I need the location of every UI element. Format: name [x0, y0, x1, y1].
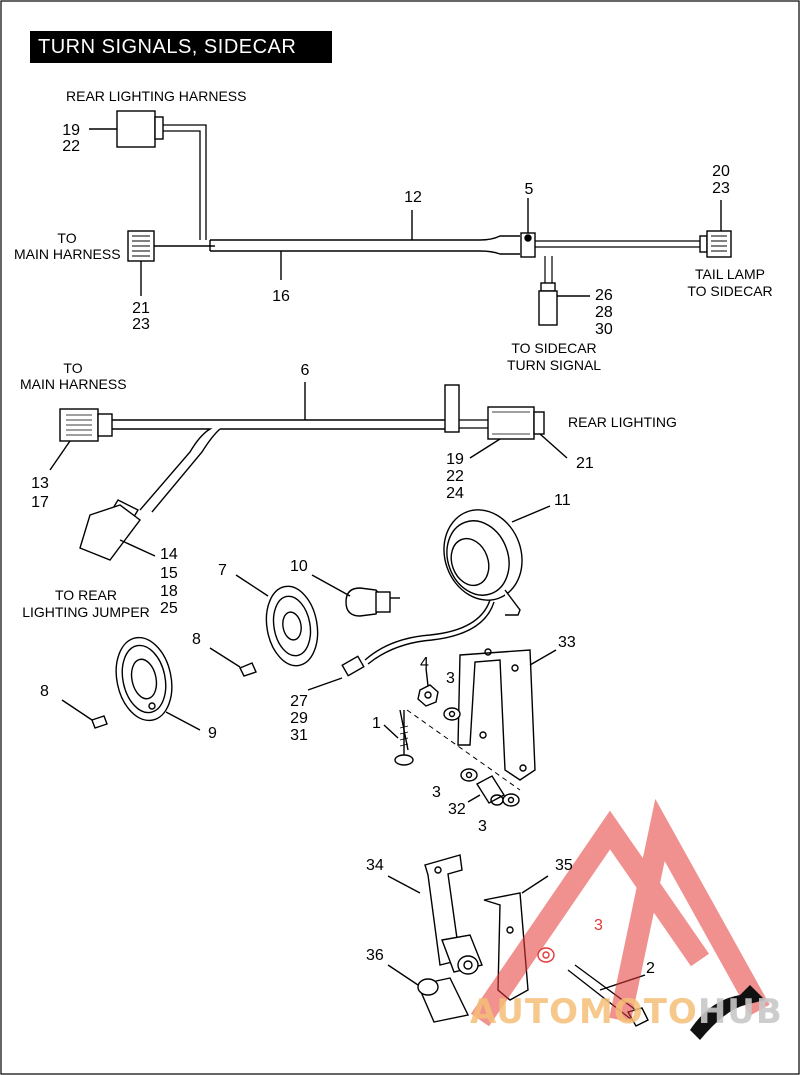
- label-to-rear-lighting-jumper-b: LIGHTING JUMPER: [22, 604, 150, 620]
- connector-rear-lighting: [469, 406, 568, 459]
- washer-3-b: [460, 768, 478, 782]
- spacer-36: [387, 964, 470, 1023]
- label-to-main-harness-1b: MAIN HARNESS: [14, 246, 121, 262]
- callout-27: 27: [290, 693, 308, 710]
- label-to-sidecar-turn-signal-a: TO SIDECAR: [511, 340, 597, 356]
- label-rear-lighting: REAR LIGHTING: [568, 414, 677, 430]
- callout-33: 33: [558, 634, 576, 651]
- callout-10: 10: [290, 558, 308, 575]
- callout-23b: 23: [712, 180, 730, 197]
- connector-13-17: [49, 408, 113, 471]
- callout-22: 22: [62, 138, 80, 155]
- callout-18: 18: [160, 583, 178, 600]
- callout-34: 34: [366, 857, 384, 874]
- connector-19-22: [89, 110, 164, 148]
- callout-3d: 3: [594, 917, 603, 934]
- callout-28: 28: [595, 304, 613, 321]
- callout-12: 12: [404, 189, 422, 206]
- washer-3-a: [443, 707, 461, 721]
- callout-7: 7: [218, 562, 227, 579]
- callout-22b: 22: [446, 468, 464, 485]
- label-to-main-harness-2b: MAIN HARNESS: [20, 376, 127, 392]
- bracket-33: [457, 648, 557, 781]
- spacer-32: [467, 775, 505, 806]
- connector-21-23: [127, 230, 215, 296]
- callout-9: 9: [208, 725, 217, 742]
- callout-21b: 21: [576, 455, 594, 472]
- label-to-main-harness-1a: TO: [57, 230, 77, 246]
- watermark-brand-a: AUTOMOTO: [470, 992, 698, 1032]
- callout-32: 32: [448, 801, 466, 818]
- page-title: TURN SIGNALS, SIDECAR: [30, 31, 332, 63]
- spacer-36-top: [441, 934, 483, 975]
- reflector-7: [235, 574, 319, 667]
- callout-3c: 3: [478, 818, 487, 835]
- watermark-arrow: [690, 985, 765, 1040]
- callout-4: 4: [420, 655, 429, 672]
- callout-35: 35: [555, 857, 573, 874]
- callout-6: 6: [300, 362, 310, 379]
- washer-3-c: [502, 793, 520, 807]
- label-to-rear-lighting-jumper-a: TO REAR: [55, 587, 117, 603]
- connector-26-28-30: [538, 282, 590, 326]
- connector-14: [79, 499, 156, 561]
- label-to-sidecar-turn-signal-b: TURN SIGNAL: [506, 357, 602, 373]
- screw-8-b: [209, 647, 257, 677]
- callout-1: 1: [372, 715, 381, 732]
- callout-11: 11: [554, 492, 571, 509]
- callout-14: 14: [160, 546, 178, 563]
- signal-lamp-11: [307, 505, 551, 691]
- callout-26: 26: [595, 287, 613, 304]
- callout-30: 30: [595, 321, 613, 338]
- lens-9: [115, 636, 201, 731]
- watermark-text: AUTOMOTOHUB: [470, 992, 783, 1032]
- callout-5: 5: [524, 181, 534, 198]
- label-tail-lamp-a: TAIL LAMP: [694, 266, 766, 282]
- bolt-1: [383, 709, 414, 766]
- callout-24: 24: [446, 485, 464, 502]
- nut-4: [417, 667, 439, 707]
- callout-15: 15: [160, 565, 178, 582]
- callout-20: 20: [712, 163, 730, 180]
- callout-3a: 3: [446, 670, 455, 687]
- callout-36: 36: [366, 947, 384, 964]
- label-to-main-harness-2a: TO: [63, 360, 83, 376]
- clamp-5: [520, 198, 536, 258]
- label-rear-lighting-harness: REAR LIGHTING HARNESS: [66, 88, 247, 104]
- callout-16: 16: [272, 288, 290, 305]
- watermark-brand-b: HUB: [697, 992, 783, 1032]
- watermark-logo: [470, 798, 770, 1027]
- connector-20-23: [699, 200, 732, 258]
- callout-8a: 8: [192, 631, 201, 648]
- callout-2: 2: [646, 960, 655, 977]
- callout-8b: 8: [40, 683, 49, 700]
- screw-8-a: [61, 699, 108, 729]
- callout-3b: 3: [432, 784, 441, 801]
- callout-13: 13: [31, 475, 49, 492]
- callout-25: 25: [160, 600, 178, 617]
- callout-23: 23: [132, 316, 150, 333]
- callout-19b: 19: [446, 451, 464, 468]
- callout-31: 31: [290, 727, 308, 744]
- callout-21: 21: [132, 300, 150, 317]
- callout-17: 17: [31, 494, 49, 511]
- callout-19: 19: [62, 122, 80, 139]
- callout-29: 29: [290, 710, 308, 727]
- bulb-10: [311, 574, 400, 617]
- label-tail-lamp-b: TO SIDECAR: [687, 283, 773, 299]
- washer-3-d: [537, 947, 555, 963]
